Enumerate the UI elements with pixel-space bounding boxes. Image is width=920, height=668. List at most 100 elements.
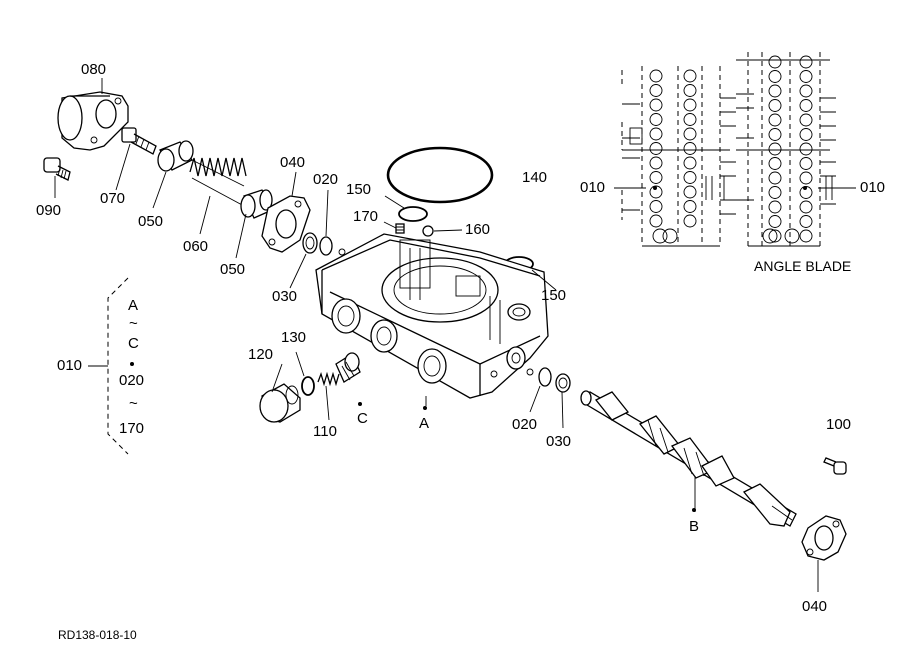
label-150-b: 150 [541,287,567,304]
part-040-flange-b [801,515,847,561]
inset-caption: ANGLE BLADE [754,258,852,274]
label-110: 110 [313,423,337,440]
spool-b [580,390,797,527]
label-070: 070 [100,190,126,207]
bracket-line-4: 020 [119,372,145,389]
inset-circle [683,113,697,126]
inset-circle [649,185,663,199]
label-010-inset-left: 010 [580,179,606,196]
inset-circle [768,128,782,141]
part-040-flange-a [261,195,311,253]
label-020-a: 020 [313,171,339,188]
bracket-line-2: ~ [129,315,138,332]
bracket-line-6: 170 [119,420,145,437]
inset-circle [768,99,782,112]
label-030-a: 030 [272,288,298,305]
label-150-a: 150 [346,181,372,198]
label-060: 060 [183,238,209,255]
label-090: 090 [36,202,62,219]
label-040-a: 040 [280,154,306,171]
inset-circle [768,215,782,228]
part-050-sleeve-a [157,140,194,172]
inset-circle [768,70,782,83]
bracket-line-1: A [128,297,139,314]
bracket-dot [130,362,134,366]
bracket-line-3: C [128,335,139,352]
inset-circle [799,55,813,69]
figure-code: RD138-018-10 [58,628,137,642]
inset-circle [768,113,782,127]
label-160: 160 [465,221,491,238]
inset-circle [768,157,782,170]
ref-dot-c [358,402,362,406]
inset-circle [649,156,663,170]
label-100: 100 [826,416,852,433]
ref-dot-b [692,508,696,512]
inset-circle [683,185,697,199]
inset-circle [683,200,697,213]
label-020-b: 020 [512,416,538,433]
inset-circle [799,157,813,170]
inset-circle [649,214,663,228]
inset-circle [799,142,813,156]
label-170: 170 [353,208,379,225]
part-030-backup-ring-a [302,232,318,254]
inset-circle [768,55,782,69]
bracket-line-5: ~ [129,395,138,412]
inset-circle [683,84,697,97]
part-070-bolt [121,127,157,155]
inset-circle [683,69,697,83]
bracket-label-010: 010 [57,357,83,374]
inset-circle [768,200,782,214]
inset-circle [683,171,697,184]
inset-circle [683,214,697,228]
part-060-spring [189,157,247,207]
part-080-cover [57,91,129,151]
inset-circle [652,228,668,244]
inset-circle [768,171,782,185]
part-140-o-ring [386,146,494,204]
inset-circle [649,84,663,97]
ref-dot-a [423,406,427,410]
inset-circle [683,98,697,112]
inset-circle [768,186,782,199]
part-100-bolt [823,457,847,475]
inset-circle [799,84,813,98]
inset-circle [768,84,782,98]
valve-body [315,233,549,399]
inset-circle [683,142,697,155]
inset-circle [683,156,697,170]
inset-circle [799,200,813,214]
inset-valve-stack [614,52,856,247]
label-050-a: 050 [138,213,164,230]
label-050-b: 050 [220,261,246,278]
inset-circle [799,128,813,141]
inset-circle [683,127,697,141]
inset-circle [799,229,813,243]
part-170-plug [395,223,405,234]
inset-circle [799,99,813,112]
label-130: 130 [281,329,307,346]
inset-circle [799,171,813,185]
ref-a: A [419,415,430,432]
label-120: 120 [248,346,274,363]
label-080: 080 [81,61,107,78]
inset-circle [649,69,663,83]
group-bracket [88,277,129,455]
inset-circle [768,142,782,156]
part-120-plug [259,383,301,423]
inset-circle-rows [649,55,813,244]
ref-b: B [689,518,700,535]
inset-circle [768,229,782,243]
part-160-ball [422,225,434,237]
part-150-o-ring-a [398,206,428,222]
inset-circle [762,228,778,244]
ref-c: C [357,410,368,427]
part-110-spring [317,371,340,387]
inset-circle [799,186,813,199]
part-050-sleeve-b [240,189,273,219]
part-130-o-ring [301,376,315,396]
part-020-o-ring-a [319,236,333,256]
